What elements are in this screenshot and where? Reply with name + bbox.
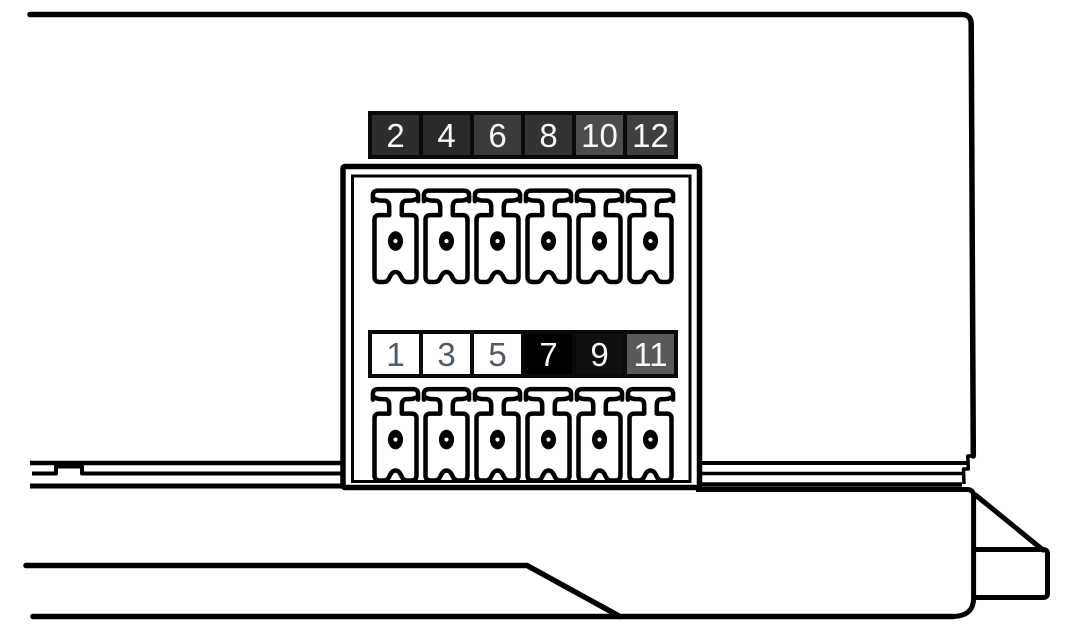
fuse-number-cell-5: 5 [474, 334, 521, 374]
fuse-number-cell-7: 7 [525, 334, 572, 374]
mounting-tab-brace [973, 492, 1046, 553]
connector-box-inner-border [351, 174, 692, 483]
fuse-number-cell-3: 3 [423, 334, 470, 374]
fuse-number-cell-1: 1 [372, 334, 419, 374]
fuse-number-cell-11: 11 [627, 334, 674, 374]
mounting-tab [975, 547, 1050, 600]
fuse-number-cell-6: 6 [474, 115, 521, 155]
seam-line-left-middle-with-clip [32, 464, 344, 476]
fuse-number-cell-9: 9 [576, 334, 623, 374]
lower-panel-right-edge [696, 487, 977, 619]
fuse-number-cell-4: 4 [423, 115, 470, 155]
fuse-number-cell-2: 2 [372, 115, 419, 155]
fuse-number-cell-12: 12 [627, 115, 674, 155]
fuse-number-cell-8: 8 [525, 115, 572, 155]
sill-top-edge [23, 562, 623, 620]
fuse-number-cell-10: 10 [576, 115, 623, 155]
panel-top-right-edge [27, 11, 977, 459]
panel-right-edge-step [961, 454, 974, 485]
